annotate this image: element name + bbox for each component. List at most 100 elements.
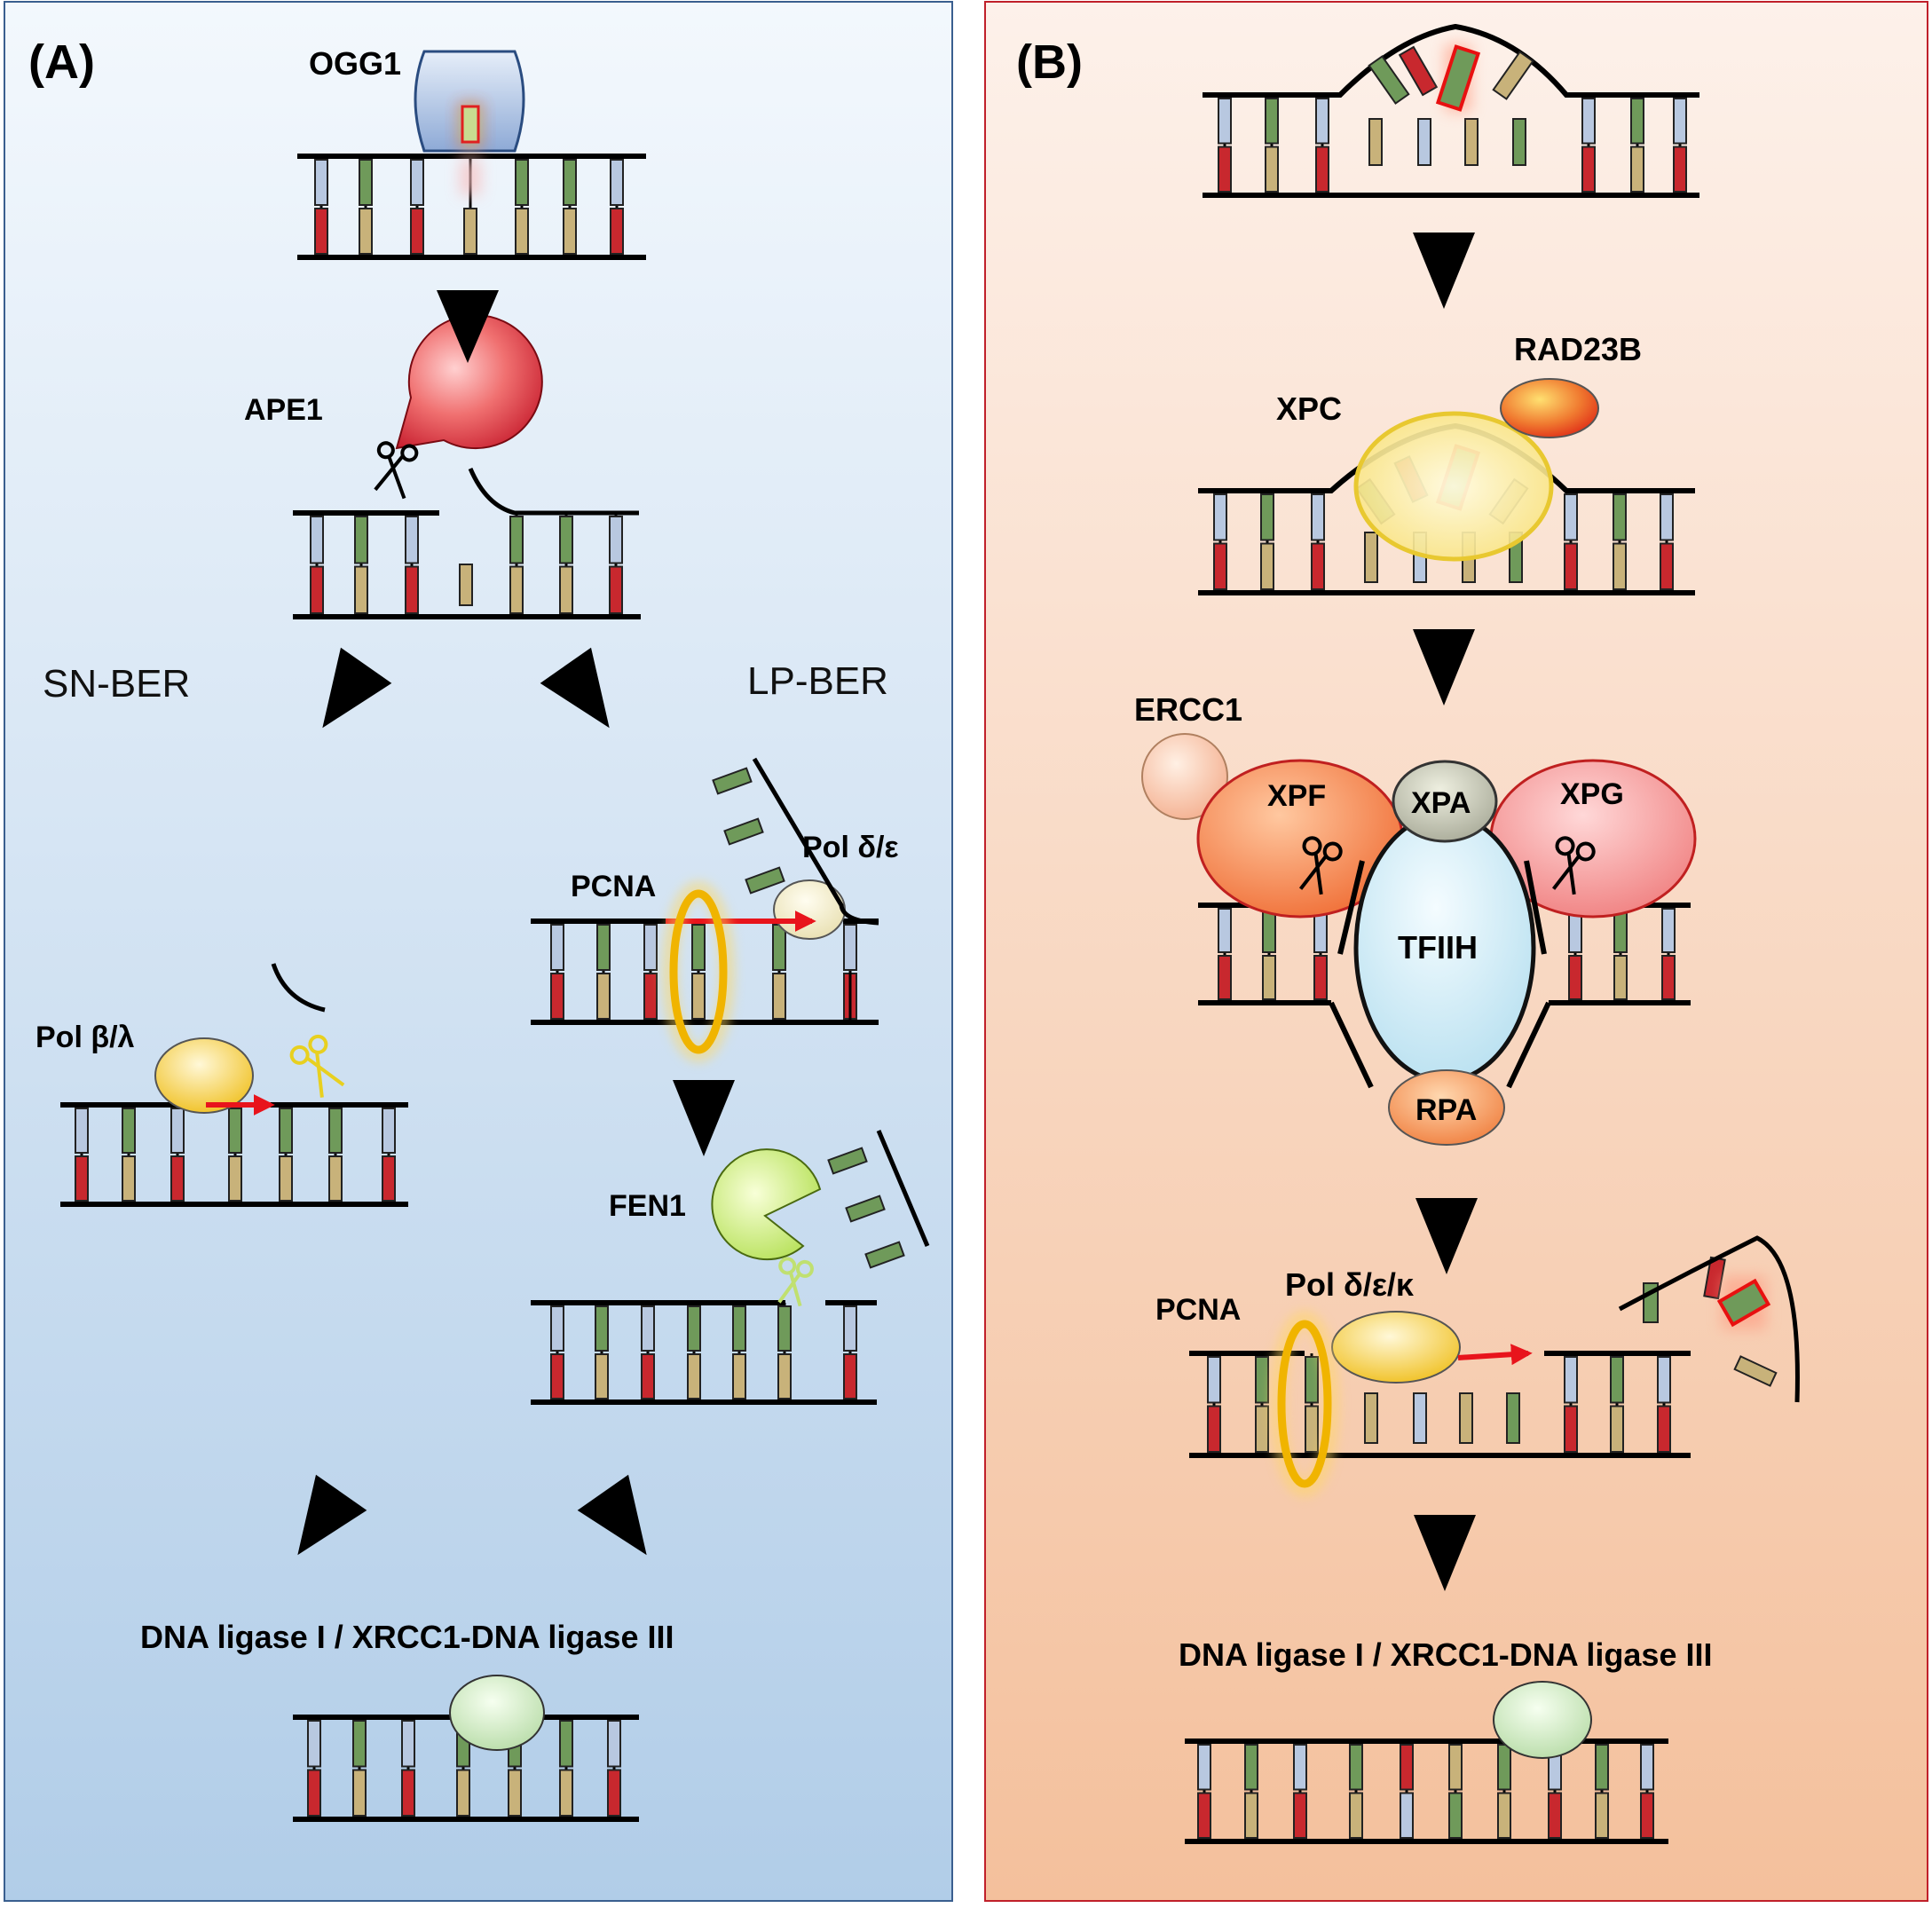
pol-beta-lambda-label: Pol β/λ (35, 1021, 135, 1054)
nucleotide (843, 1305, 857, 1352)
nucleotide (610, 208, 624, 255)
pcna-ring (669, 889, 728, 1054)
nucleotide (279, 1108, 293, 1154)
nucleotide (1512, 118, 1526, 166)
overlay-layer (297, 233, 1478, 1591)
nucleotide (509, 565, 524, 614)
nucleotide (596, 924, 611, 971)
ape1-nicked-strand (468, 468, 639, 516)
flap-nucleotide (712, 767, 753, 795)
nucleotide (382, 1155, 396, 1202)
nucleotide (1315, 146, 1329, 193)
step-arrow (1414, 1515, 1476, 1591)
nucleotide (1581, 98, 1596, 145)
nucleotide (1660, 493, 1674, 541)
synthesis-arrow-b (1457, 1344, 1533, 1366)
lp-ber-flap-strand (752, 757, 879, 926)
nucleotide (1660, 542, 1674, 590)
nucleotide (1413, 1392, 1427, 1444)
xpc-protein (1353, 411, 1554, 562)
nucleotide (1564, 1405, 1578, 1453)
tfiih-label: TFIIH (1398, 929, 1478, 966)
nucleotide (1311, 493, 1325, 541)
nucleotide (550, 1353, 564, 1399)
nucleotide (314, 208, 328, 255)
nucleotide (691, 973, 706, 1020)
nucleotide (354, 565, 368, 614)
nucleotide (687, 1353, 701, 1399)
nucleotide (1293, 1792, 1307, 1839)
nucleotide (643, 973, 658, 1020)
nucleotide (1218, 955, 1232, 1000)
nucleotide (1448, 1744, 1463, 1791)
nucleotide (641, 1305, 655, 1352)
panel-b-tag: (B) (1016, 35, 1083, 89)
nucleotide (1595, 1744, 1609, 1791)
nucleotide (1630, 98, 1644, 145)
scissors-icon (777, 1257, 814, 1307)
nucleotide (550, 973, 564, 1020)
rad23b-label: RAD23B (1514, 331, 1642, 367)
nucleotide (1255, 1405, 1269, 1453)
nucleotide (595, 1353, 609, 1399)
scissors-icon (1551, 836, 1596, 895)
arrowhead-shape (297, 1474, 367, 1556)
nucleotide (1497, 1744, 1511, 1791)
flipped-nucleotide (1368, 55, 1410, 105)
nucleotide (1218, 98, 1232, 145)
nucleotide (843, 1353, 857, 1399)
nucleotide (1213, 493, 1227, 541)
arrowhead-shape (1413, 629, 1475, 706)
nucleotide (691, 924, 706, 971)
nucleotide (1400, 1744, 1414, 1791)
scissors-icon (1298, 836, 1343, 895)
nucleotide (122, 1155, 136, 1202)
fen1-label: FEN1 (609, 1189, 686, 1223)
nucleotide (1265, 146, 1279, 193)
xpa-protein (1392, 760, 1498, 843)
nucleotide (401, 1720, 415, 1768)
nucleotide (1657, 1405, 1671, 1453)
nucleotide (1400, 1792, 1414, 1839)
nucleotide (1313, 955, 1328, 1000)
ercc1-protein (1141, 733, 1228, 820)
nucleotide (170, 1155, 185, 1202)
ligase-label-a: DNA ligase I / XRCC1-DNA ligase III (140, 1619, 674, 1655)
pcna-ring (1277, 1320, 1332, 1488)
nucleotide (1207, 1356, 1221, 1404)
ogg1-label: OGG1 (309, 45, 401, 82)
nucleotide (354, 516, 368, 564)
nucleotide (1349, 1792, 1363, 1839)
flipped-nucleotide (1398, 45, 1439, 97)
nucleotide (410, 159, 424, 206)
nucleotide (1293, 1744, 1307, 1791)
ape1-enzyme (395, 314, 543, 450)
arrowhead-shape (577, 1474, 647, 1556)
nucleotide (1368, 118, 1383, 166)
nucleotide (75, 1108, 89, 1154)
step-arrow (673, 1080, 735, 1156)
nucleotide (1640, 1744, 1654, 1791)
nucleotide (459, 564, 473, 606)
step-arrow (297, 1474, 367, 1556)
nucleotide (1260, 493, 1274, 541)
lp-ber-label: LP-BER (747, 659, 888, 703)
nucleotide (170, 1108, 185, 1154)
damaged-nucleotide (1716, 1278, 1771, 1328)
dna-duplex-damaged-b (1203, 23, 1699, 198)
nucleotide (515, 159, 529, 206)
dna-duplex-ape1 (293, 510, 641, 619)
nucleotide (1244, 1792, 1258, 1839)
dna-duplex-ogg1 (297, 154, 646, 260)
nucleotide (1661, 955, 1676, 1000)
step-arrow (577, 1474, 647, 1556)
nucleotide (1265, 98, 1279, 145)
dna-duplex-sn-ber (60, 1102, 408, 1207)
nucleotide (1311, 542, 1325, 590)
arrowhead-shape (1414, 1515, 1476, 1591)
step-arrow (437, 290, 499, 363)
nucleotide (563, 208, 577, 255)
flap-nucleotide (745, 866, 785, 895)
nucleotide (607, 1720, 621, 1768)
panel-a-background (4, 1, 953, 1902)
